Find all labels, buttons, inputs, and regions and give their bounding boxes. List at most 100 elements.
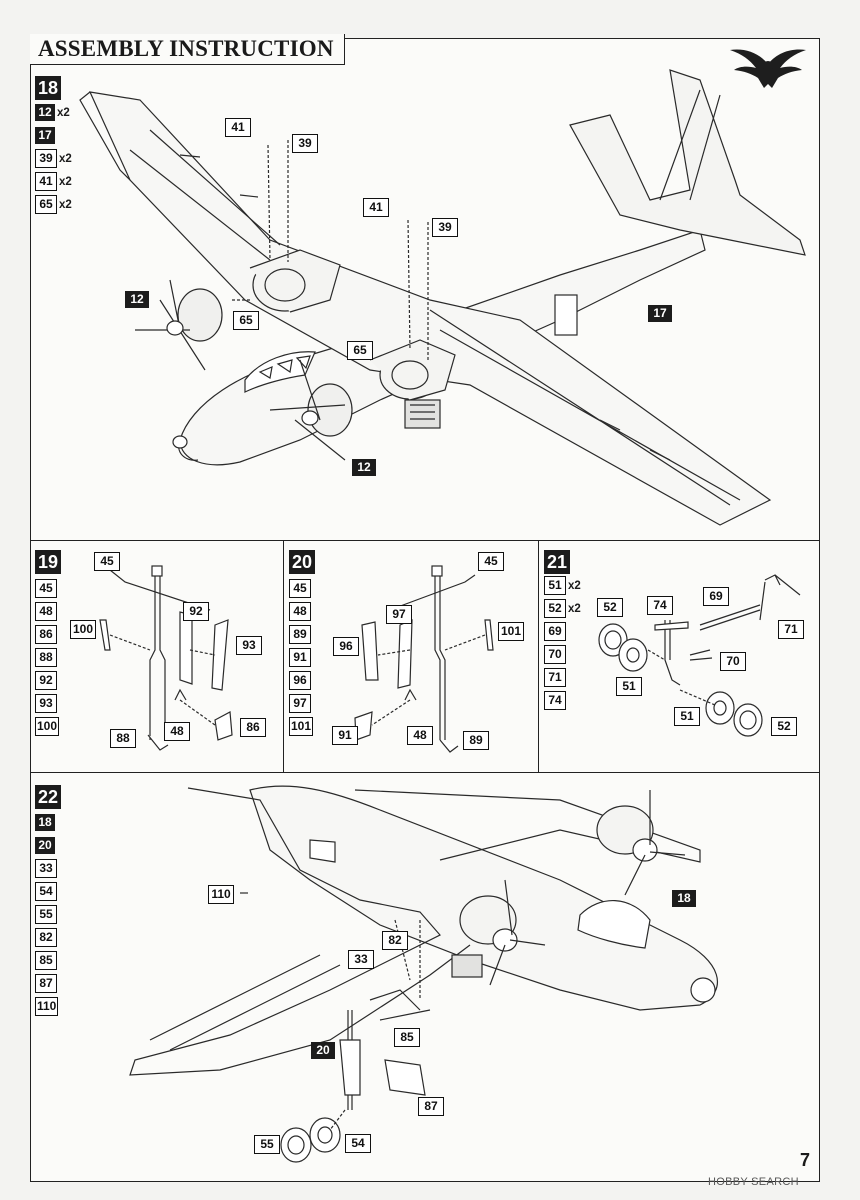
callout-12: 12	[352, 459, 376, 476]
part-number-box: 85	[35, 951, 57, 970]
part-number-box: 54	[35, 882, 57, 901]
callout-48: 48	[164, 722, 190, 741]
part-number-box: 91	[289, 648, 311, 667]
part-list-item: 93	[35, 692, 59, 715]
callout-12: 12	[125, 291, 149, 308]
part-number-box: 86	[35, 625, 57, 644]
gear-step21-drawing	[598, 574, 801, 737]
callout-100: 100	[70, 620, 97, 639]
part-number-box: 17	[35, 127, 55, 144]
engine-left	[135, 249, 341, 371]
part-number-box: 82	[35, 928, 57, 947]
callout-86: 86	[240, 718, 266, 737]
callout-70: 70	[720, 652, 746, 671]
part-number-box: 101	[289, 717, 314, 736]
callout-74: 74	[647, 596, 673, 615]
callout-71: 71	[778, 620, 804, 639]
part-number-box: 96	[289, 671, 311, 690]
gear-step19-drawing	[99, 565, 233, 751]
callout-55: 55	[254, 1135, 280, 1154]
part-list-item: 55	[35, 903, 58, 926]
step-19-number: 19	[35, 550, 61, 574]
part-list-item: 110	[35, 995, 59, 1018]
callout-65: 65	[347, 341, 373, 360]
part-list-item: 101	[289, 715, 314, 738]
step-18-number: 18	[35, 76, 61, 100]
part-list-item: 85	[35, 949, 58, 972]
callout-51: 51	[674, 707, 700, 726]
part-number-box: 51	[544, 576, 566, 595]
part-number-box: 48	[289, 602, 311, 621]
part-list-item: 74	[544, 689, 581, 712]
part-number-box: 74	[544, 691, 566, 710]
part-list-item: 88	[35, 646, 59, 669]
watermark: HOBBY SEARCH	[708, 1176, 799, 1188]
callout-33: 33	[348, 950, 374, 969]
part-list-item: 48	[35, 600, 59, 623]
part-list-item: 70	[544, 643, 581, 666]
part-list-item: 69	[544, 620, 581, 643]
divider-step22	[30, 772, 819, 773]
part-number-box: 92	[35, 671, 57, 690]
callout-52: 52	[771, 717, 797, 736]
part-quantity: x2	[57, 106, 70, 119]
aircraft-top-view	[79, 69, 806, 526]
part-list-item: 20	[35, 834, 58, 857]
callout-20: 20	[311, 1042, 335, 1059]
part-list-item: 86	[35, 623, 59, 646]
callout-88: 88	[110, 729, 136, 748]
part-list-item: 91	[289, 646, 313, 669]
part-list-item: 89	[289, 623, 313, 646]
eagle-logo	[730, 49, 806, 88]
step-20-parts-list: 45 48 89 91 96 97 101	[289, 577, 314, 738]
callout-45: 45	[478, 552, 504, 571]
part-number-box: 71	[544, 668, 566, 687]
callout-54: 54	[345, 1134, 371, 1153]
callout-87: 87	[418, 1097, 444, 1116]
part-number-box: 45	[35, 579, 57, 598]
part-list-item: 87	[35, 972, 58, 995]
callout-93: 93	[236, 636, 262, 655]
callout-91: 91	[332, 726, 358, 745]
part-list-item: 33	[35, 857, 58, 880]
part-quantity: x2	[59, 198, 72, 211]
callout-51: 51	[616, 677, 642, 696]
callout-96: 96	[333, 637, 359, 656]
part-list-item: 48	[289, 600, 313, 623]
engine-s22-left	[459, 879, 546, 986]
callout-41: 41	[363, 198, 389, 217]
part-list-item: 18	[35, 811, 58, 834]
callout-39: 39	[292, 134, 318, 153]
part-quantity: x2	[59, 175, 72, 188]
part-number-box: 65	[35, 195, 57, 214]
part-number-box: 97	[289, 694, 311, 713]
callout-82: 82	[382, 931, 408, 950]
page-title: ASSEMBLY INSTRUCTION	[38, 36, 334, 61]
callout-39: 39	[432, 218, 458, 237]
part-number-box: 93	[35, 694, 57, 713]
title-tab: ASSEMBLY INSTRUCTION	[30, 34, 345, 65]
part-list-item: 54	[35, 880, 58, 903]
part-list-item: 17	[35, 124, 72, 147]
part-list-item: 97	[289, 692, 313, 715]
part-number-box: 18	[35, 814, 55, 831]
part-number-box: 52	[544, 599, 566, 618]
callout-69: 69	[703, 587, 729, 606]
part-number-box: 20	[35, 837, 55, 854]
part-list-item: 45	[289, 577, 313, 600]
part-list-item: 100	[35, 715, 60, 738]
callout-110: 110	[208, 885, 234, 904]
callout-101: 101	[498, 622, 525, 641]
part-number-box: 55	[35, 905, 57, 924]
callout-41: 41	[225, 118, 251, 137]
aircraft-bottom-view	[129, 785, 718, 1163]
callout-18: 18	[672, 890, 696, 907]
divider-19-20	[283, 540, 284, 772]
